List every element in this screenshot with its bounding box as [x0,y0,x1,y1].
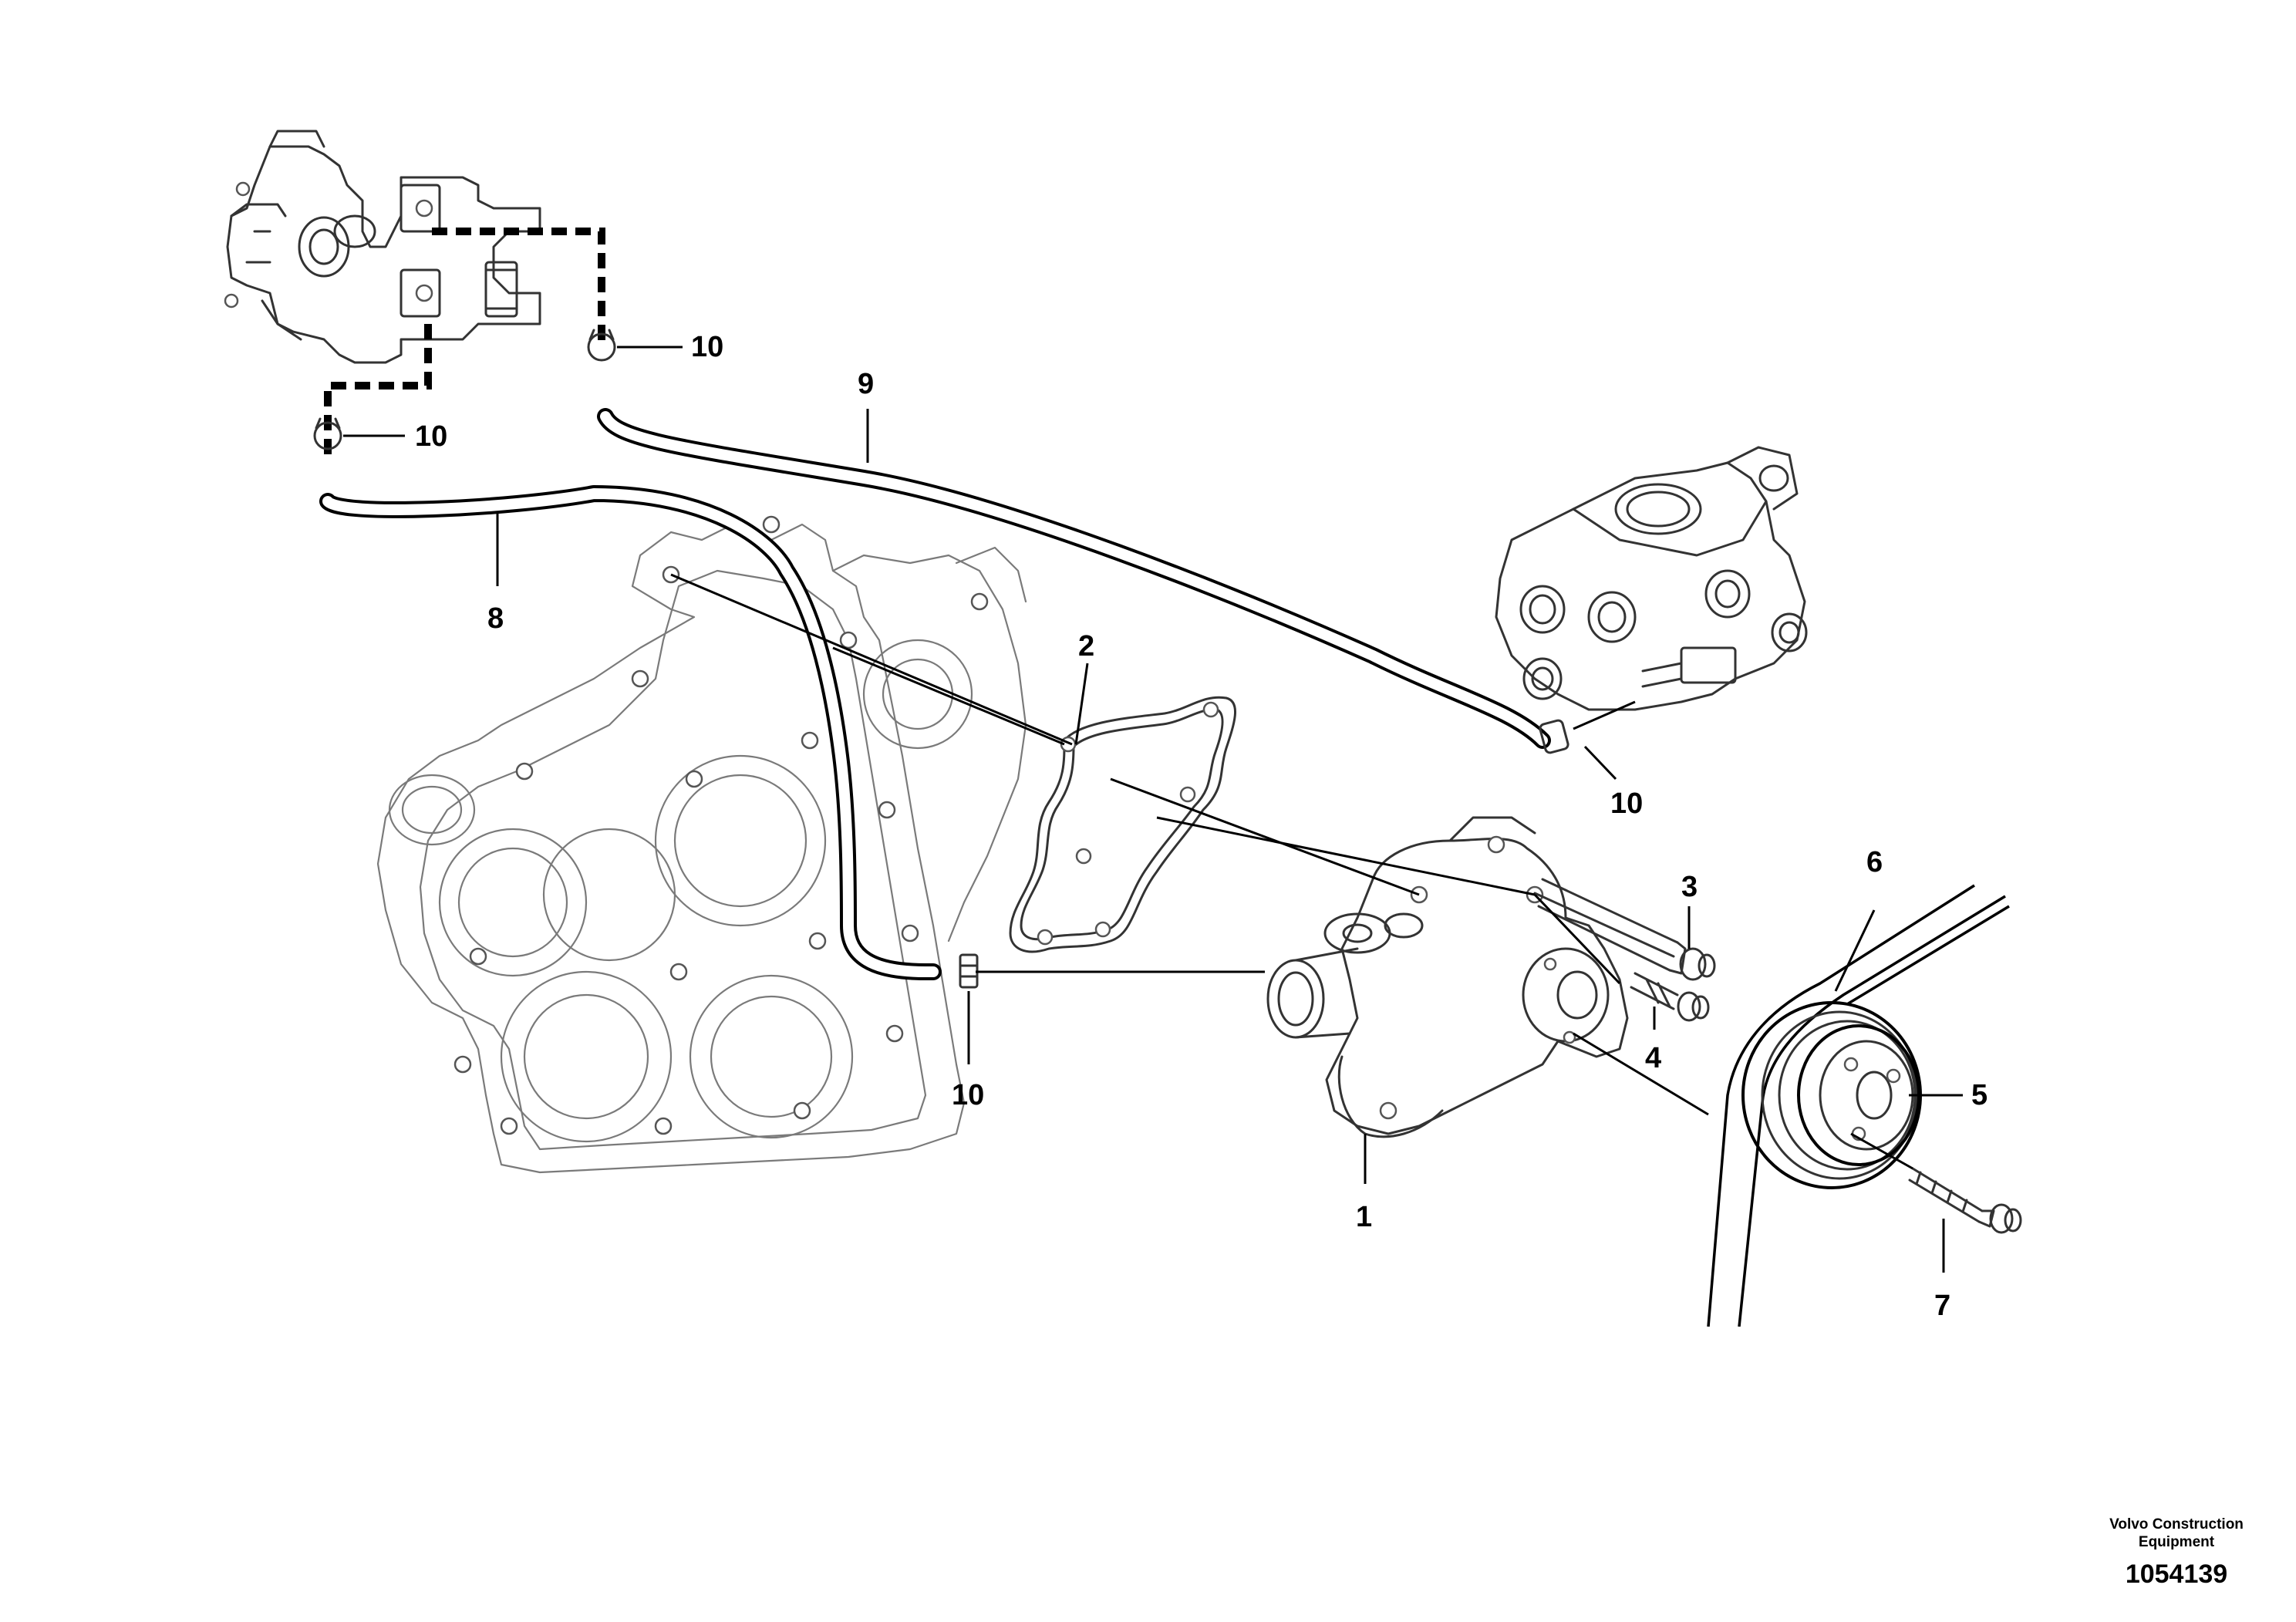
hose-9-dashed-section [432,228,605,347]
callout-10a: 10 [691,331,723,363]
callout-9: 9 [858,368,874,400]
callout-10c: 10 [1610,787,1643,820]
credit-line-1: Volvo Construction [2109,1516,2244,1533]
assembly-line [1573,700,1636,730]
bolt-7 [1908,1167,2022,1234]
callout-2: 2 [1078,630,1094,663]
bolt-3 [1533,878,1716,981]
hose-clamp-icon [587,329,616,362]
callout-10d: 10 [952,1079,984,1111]
hose-clamp-icon [1539,719,1569,754]
assembly-lines [670,573,1913,1170]
callout-7: 7 [1934,1290,1950,1322]
callout-10b: 10 [415,420,447,453]
callout-5: 5 [1971,1079,1988,1111]
hose-8-dashed-section [324,324,432,463]
callout-8: 8 [487,602,504,635]
callout-3: 3 [1681,871,1698,903]
water-pump [1266,816,1629,1138]
egr-valve-housing [224,130,541,364]
drawing-number: 1054139 [2126,1560,2227,1589]
pulley [1741,1001,1922,1189]
coolant-hose-9 [597,408,1551,749]
callout-6: 6 [1866,846,1883,878]
credit-line-2: Equipment [2139,1534,2215,1550]
bolt-4 [1630,972,1710,1022]
coolant-hose-8 [319,485,942,980]
callout-4: 4 [1645,1042,1661,1074]
callout-leaders [343,346,1963,1273]
thermostat-housing [1495,446,1808,711]
callout-1: 1 [1356,1201,1372,1233]
hose-clamp-icon [313,417,342,450]
hose-clamp-icon [959,953,979,989]
timing-gear-cover [376,515,1027,1174]
